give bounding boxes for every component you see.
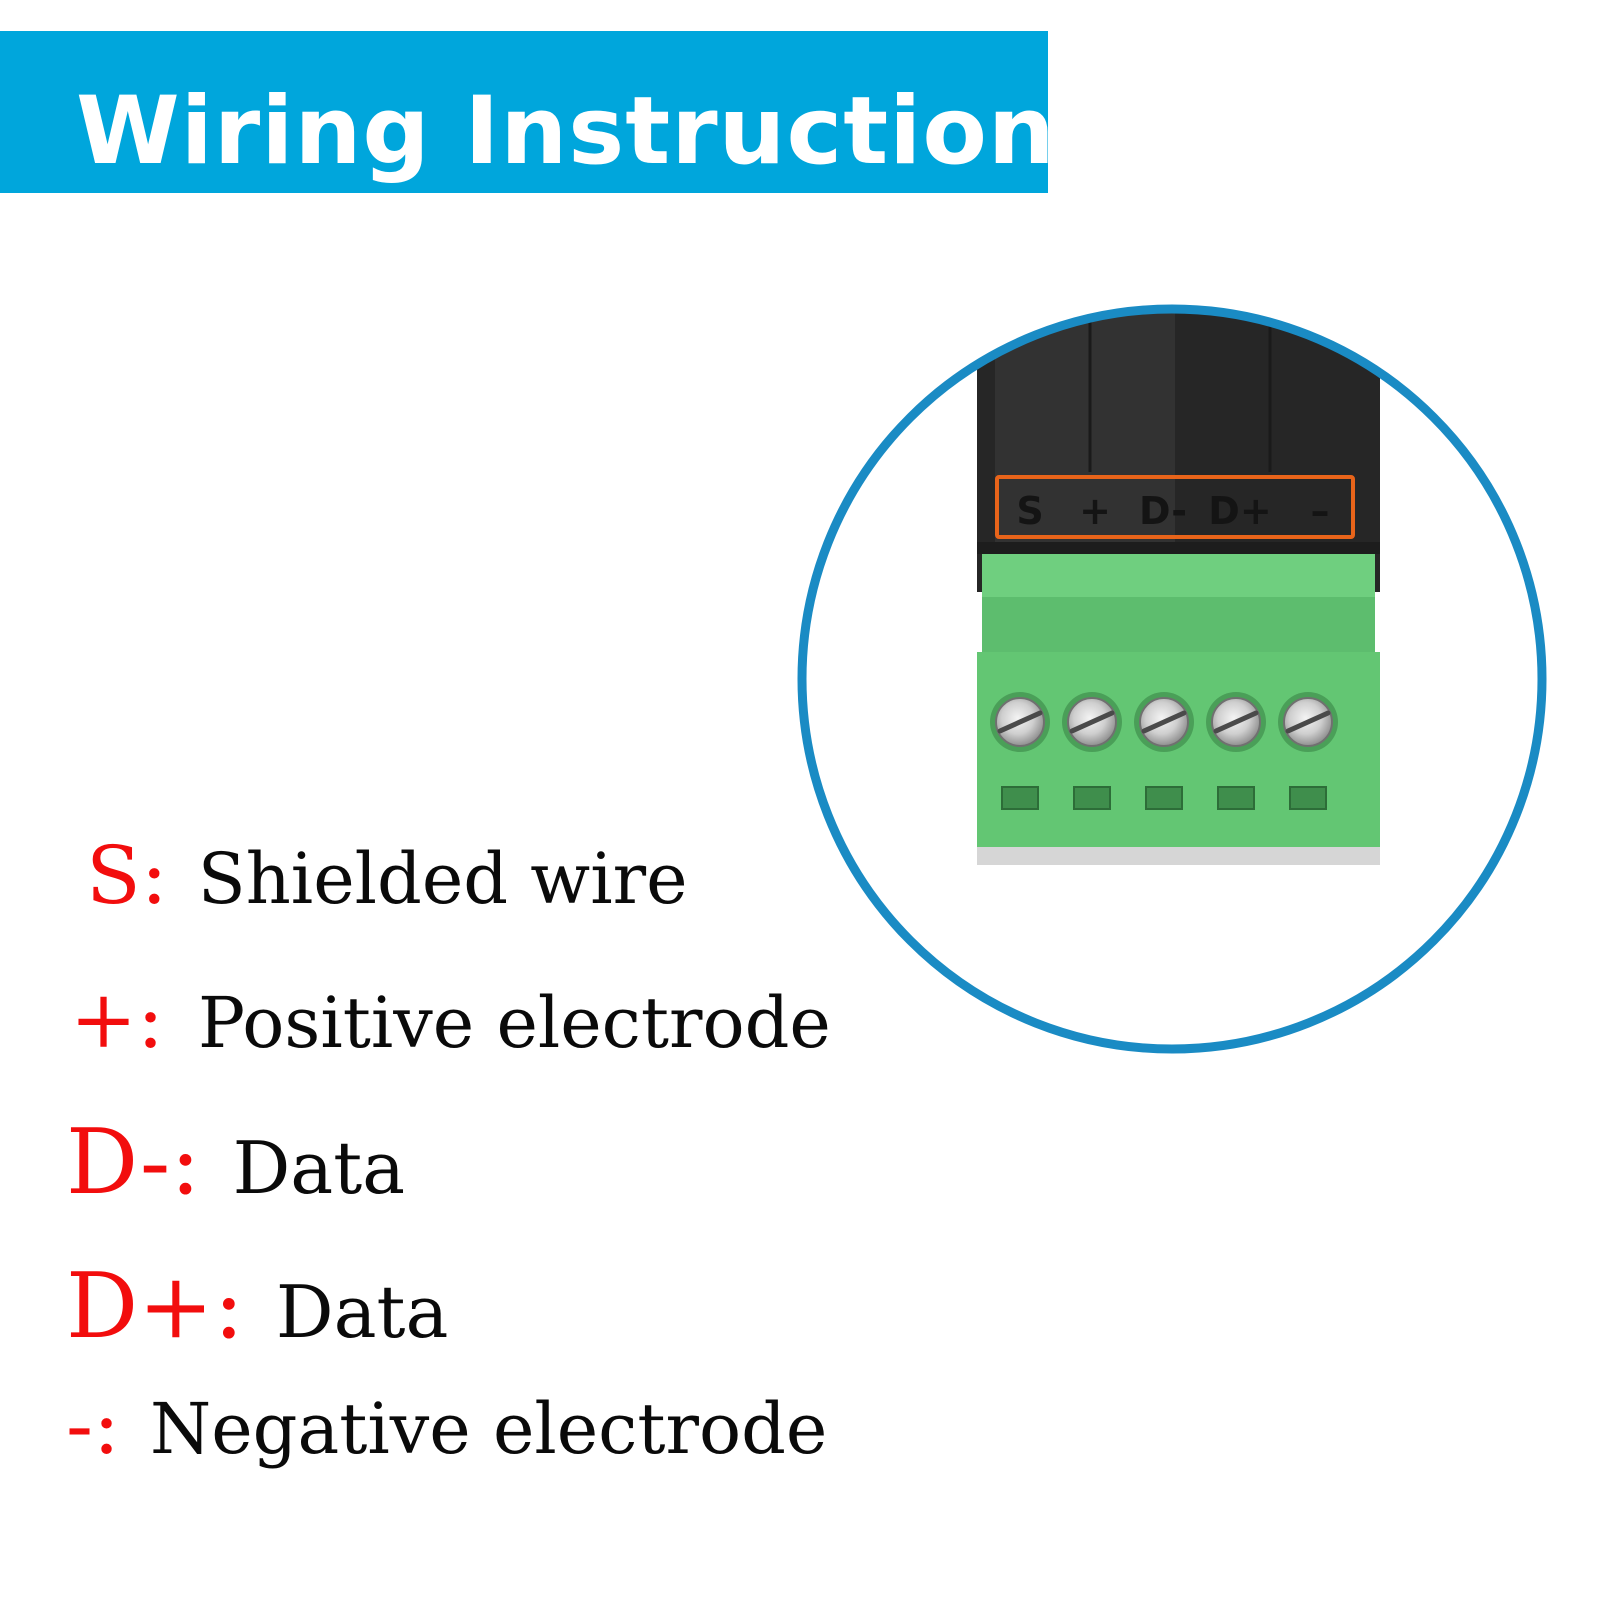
title-banner: Wiring Instructions	[0, 31, 1112, 193]
pin-label: D+	[1208, 489, 1271, 533]
screw-slot	[997, 710, 1043, 734]
legend-key: D+:	[66, 1254, 244, 1359]
terminal-block-body	[977, 652, 1380, 852]
wire-entry-slot	[1145, 786, 1183, 810]
legend-row-data-minus: D-:Data	[66, 1118, 405, 1208]
legend-description: Data	[275, 1270, 449, 1354]
pin-label-highlight-box	[995, 475, 1355, 539]
pin-label: S	[1016, 489, 1043, 533]
legend-key: +:	[70, 973, 164, 1066]
screw-slot	[1213, 710, 1259, 734]
pin-label: –	[1311, 489, 1330, 533]
pin-label: D-	[1139, 489, 1187, 533]
screw-slot	[1285, 710, 1331, 734]
legend-key: -:	[66, 1379, 120, 1472]
legend-description: Data	[232, 1126, 406, 1210]
legend-key: S:	[86, 829, 168, 922]
wire-entry-slot	[1073, 786, 1111, 810]
wire-entry-slot	[1217, 786, 1255, 810]
banner-title: Wiring Instructions	[76, 77, 1113, 186]
slot-row	[1001, 786, 1327, 810]
legend-description: Shielded wire	[197, 838, 688, 920]
pin-labels: S + D- D+ –	[1016, 489, 1329, 533]
legend-row-positive: +:Positive electrode	[70, 980, 831, 1060]
connector-photo: S + D- D+ –	[797, 304, 1547, 1054]
highlight-ring	[797, 304, 1547, 1054]
legend-row-negative: -:Negative electrode	[66, 1386, 827, 1466]
legend-row-shield: S:Shielded wire	[86, 836, 688, 916]
screw-slot	[1069, 710, 1115, 734]
wire-entry-slot	[1289, 786, 1327, 810]
screw-row	[990, 692, 1338, 752]
legend-row-data-plus: D+:Data	[66, 1262, 448, 1352]
legend-key: D-:	[66, 1110, 201, 1215]
screw-slot	[1141, 710, 1187, 734]
legend-description: Positive electrode	[197, 982, 831, 1064]
legend-description: Negative electrode	[149, 1388, 828, 1470]
wire-entry-slot	[1001, 786, 1039, 810]
pin-label: +	[1079, 489, 1111, 533]
